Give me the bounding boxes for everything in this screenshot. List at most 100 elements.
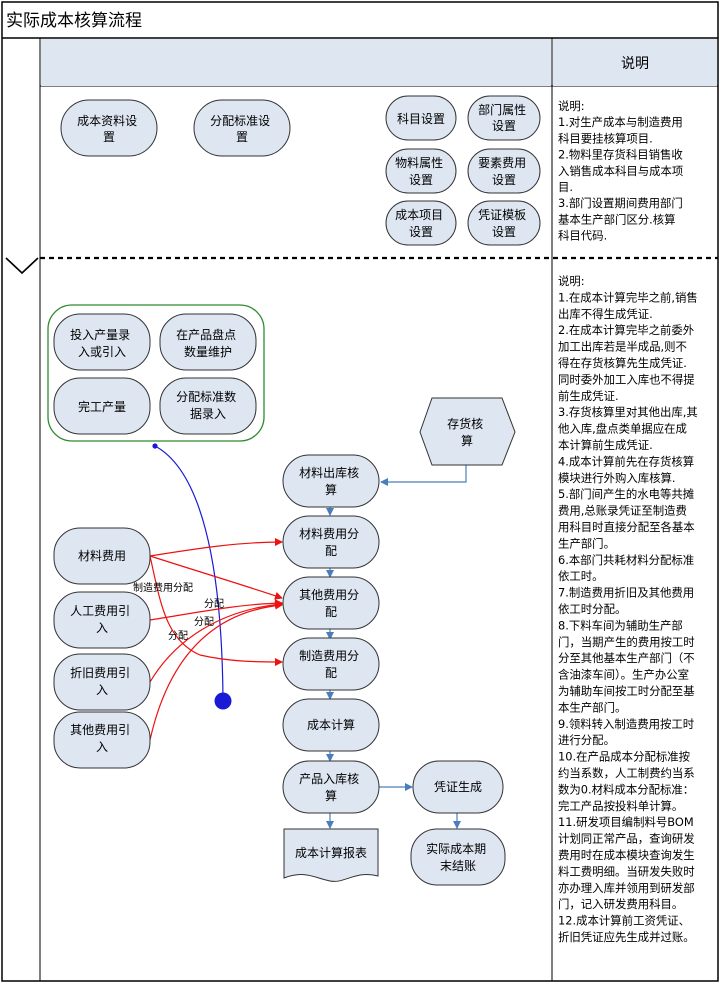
node-voucher-gen: 凭证生成 (412, 760, 504, 814)
node-product-in: 产品入库核 算 (282, 760, 380, 814)
note-line: 出库不得生成凭证. (558, 307, 653, 321)
node-depreciation: 折旧费用引 入 (53, 653, 151, 711)
edge-depreciation-to-other-alloc (149, 600, 283, 683)
note-line: 亦办理入库并领用到研发部 (558, 881, 695, 895)
svg-text:人工费用引 入: 人工费用引 入 (70, 604, 134, 635)
node-text-line: 产品入库核 (299, 771, 359, 786)
edge-label-alloc-3: 分配 (168, 630, 188, 642)
node-element-cost: 要素费用 设置 (467, 148, 541, 194)
node-text-line: 入 (96, 621, 108, 635)
note-line: 完工产品按投料单计算。 (558, 799, 683, 813)
lane-chevron-icon (5, 257, 39, 275)
note-line: 门，记入研发费用科目。 (558, 897, 683, 911)
node-text-line: 制造费用分 (299, 649, 359, 663)
node-text-line: 设置 (492, 225, 516, 239)
edge-material-to-other-alloc (149, 555, 283, 600)
note-line: 分至其他基本生产部门（不 (558, 651, 695, 665)
node-text-line: 成本项目 (395, 208, 443, 222)
note-line: 3.部门设置期间费用部门 (558, 196, 683, 210)
node-text-line: 置 (236, 130, 248, 144)
svg-text:成本资料设 置: 成本资料设 置 (77, 114, 141, 144)
edge-other-to-other-alloc (149, 601, 283, 741)
edge-material-to-material-alloc (149, 538, 283, 557)
note-line: 计划同正常产品，查询研发 (558, 832, 695, 846)
node-text-line: 设置 (492, 119, 516, 133)
svg-text:凭证模板 设置: 凭证模板 设置 (478, 207, 530, 239)
node-alloc-std-setup: 分配标准设 置 (193, 99, 291, 157)
node-mfg-alloc: 制造费用分 配 (282, 637, 380, 691)
svg-text:其他费用引 入: 其他费用引 入 (70, 723, 134, 754)
note-line: 3.存货核算里对其他出库,其 (558, 405, 698, 419)
notes-header-band (553, 39, 717, 86)
note-line: 加工出库若是半成品,则不 (558, 340, 687, 354)
note-line: 本生产部门。 (558, 700, 626, 714)
note-line: 得在存货核算先生成凭证. (558, 356, 687, 370)
node-cost-data-setup: 成本资料设 置 (60, 99, 158, 157)
svg-text:产品入库核 算: 产品入库核 算 (299, 771, 363, 803)
edge-label-alloc-1: 分配 (204, 598, 224, 610)
note-line: 进行分配。 (558, 733, 615, 747)
node-text-line: 凭证模板 (478, 207, 526, 222)
note-line: 4.成本计算前先在存货核算 (558, 454, 694, 468)
node-material-cost: 材料费用 (53, 527, 151, 585)
node-text-line: 数量维护 (184, 344, 232, 359)
node-text-line: 凭证生成 (434, 779, 482, 794)
page-title: 实际成本核算流程 (6, 11, 142, 31)
svg-text:部门属性 设置: 部门属性 设置 (478, 102, 530, 133)
edge-label-mfg-alloc: 制造费用分配 (133, 581, 193, 594)
node-text-line: 分配标准数 (176, 389, 236, 404)
note-line: 同时委外加工入库也不得提 (558, 372, 695, 386)
note-line: 模块进行外购入库核算. (558, 471, 676, 485)
svg-text:材料费用分 配: 材料费用分 配 (299, 527, 363, 558)
node-text-line: 材料出库核 (299, 465, 359, 480)
note-line: 科目要挂核算项目. (558, 131, 653, 145)
node-text-line: 置 (103, 130, 115, 144)
node-text-line: 投入产量录 (70, 327, 130, 342)
svg-text:材料出库核 算: 材料出库核 算 (299, 465, 363, 497)
note-line: 约当系数，人工制费约当系 (558, 766, 695, 780)
note-line: 5.部门间产生的水电等共摊 (558, 487, 694, 501)
svg-text:投入产量录 入或引入: 投入产量录 入或引入 (70, 327, 134, 359)
node-text-line: 设置 (409, 225, 433, 239)
node-text-line: 实际成本期 (426, 841, 486, 856)
node-other-cost: 其他费用引 入 (53, 711, 151, 769)
note-line: 为辅助车间按工时分配至基 (558, 684, 695, 698)
note-line: 门，当期产生的费用按工时 (558, 635, 695, 649)
svg-text:分配标准数 据录入: 分配标准数 据录入 (176, 389, 240, 421)
svg-text:要素费用 设置: 要素费用 设置 (478, 156, 530, 187)
edge-label-alloc-2: 分配 (194, 616, 214, 628)
note-line: 6.本部门共耗材料分配标准 (558, 553, 694, 567)
note-line: 8.下料车间为辅助生产部 (558, 618, 683, 632)
svg-text:存货核 算: 存货核 算 (447, 416, 487, 448)
node-period-close: 实际成本期 末结账 (410, 828, 506, 886)
node-text-line: 材料费用分 (299, 527, 359, 541)
node-dept-attr: 部门属性 设置 (467, 95, 541, 141)
connector-end-dot (214, 692, 232, 710)
note-line: 依工时。 (558, 569, 604, 583)
node-text-line: 设置 (492, 173, 516, 187)
node-voucher-template: 凭证模板 设置 (467, 200, 541, 246)
node-labor-cost: 人工费用引 入 (53, 591, 151, 649)
note-line: 1.对生产成本与制造费用 (558, 115, 683, 129)
group-connector (154, 445, 224, 701)
node-text-line: 入 (96, 740, 108, 754)
node-other-alloc: 其他费用分 配 (282, 576, 380, 630)
svg-text:制造费用分 配: 制造费用分 配 (299, 649, 363, 680)
node-text-line: 配 (325, 544, 337, 558)
node-text-line: 分配标准设 (210, 114, 270, 128)
note-line: 费用时在成本模块查询发生 (558, 848, 695, 862)
node-text-line: 成本计算 (307, 717, 355, 732)
note-line: 料工费明细。当研发失败时 (558, 864, 695, 878)
svg-text:成本项目 设置: 成本项目 设置 (395, 208, 447, 239)
node-text-line: 入或引入 (78, 345, 126, 359)
note-line: 本计算前生成凭证. (558, 438, 653, 452)
node-cost-report: 成本计算报表 (283, 828, 379, 882)
node-input-output: 投入产量录 入或引入 (53, 313, 151, 371)
note-line: 用科目时直接分配至各基本 (558, 520, 695, 534)
node-text-line: 在产品盘点 (176, 327, 236, 342)
node-text-line: 据录入 (190, 407, 226, 421)
connector-start-dot (152, 443, 158, 449)
notes-top: 说明:1.对生产成本与制造费用科目要挂核算项目.2.物料里存货科目销售收入销售成… (558, 99, 683, 243)
node-text-line: 算 (325, 788, 337, 803)
node-text-line: 成本资料设 (77, 114, 137, 128)
